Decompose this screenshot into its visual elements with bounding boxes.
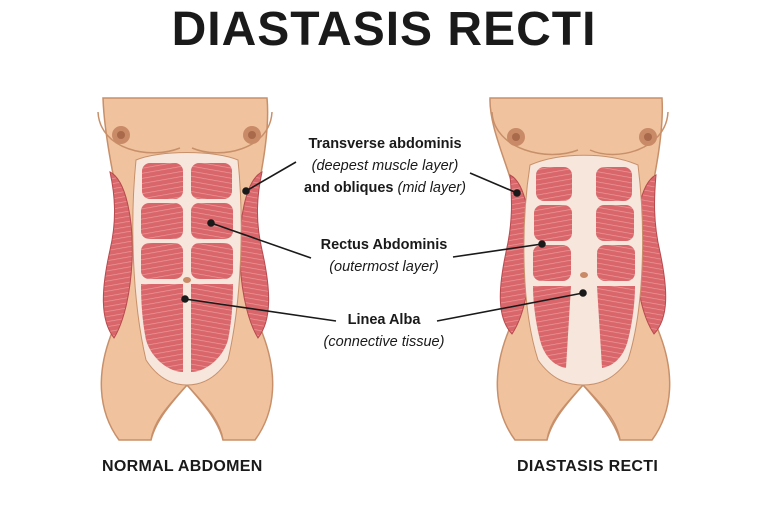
- oblique-left: [102, 171, 133, 339]
- label-linea: Linea Alba (connective tissue): [300, 309, 468, 353]
- label-rectus: Rectus Abdominis (outermost layer): [300, 234, 468, 278]
- label-obliques-subtitle: (mid layer): [397, 180, 466, 196]
- label-linea-title: Linea Alba: [347, 312, 421, 328]
- page-title: DIASTASIS RECTI: [171, 3, 597, 56]
- label-rectus-subtitle: (outermost layer): [329, 259, 439, 275]
- navel: [183, 277, 191, 283]
- pointer-lines: [181, 161, 587, 322]
- label-transverse: Transverse abdominis (deepest muscle lay…: [285, 133, 485, 199]
- caption-normal-abdomen: NORMAL ABDOMEN: [102, 458, 263, 475]
- label-transverse-title: Transverse abdominis: [308, 136, 462, 152]
- label-transverse-subtitle: (deepest muscle layer): [311, 158, 459, 174]
- caption-diastasis-recti: DIASTASIS RECTI: [517, 458, 659, 475]
- normal-abdomen-figure: [97, 97, 274, 441]
- diastasis-recti-figure: [489, 97, 671, 441]
- label-obliques-title: and obliques: [304, 180, 394, 196]
- label-rectus-title: Rectus Abdominis: [320, 237, 448, 253]
- label-linea-subtitle: (connective tissue): [323, 334, 445, 350]
- oblique-right: [239, 171, 270, 339]
- label-obliques: and obliques (mid layer): [285, 177, 485, 199]
